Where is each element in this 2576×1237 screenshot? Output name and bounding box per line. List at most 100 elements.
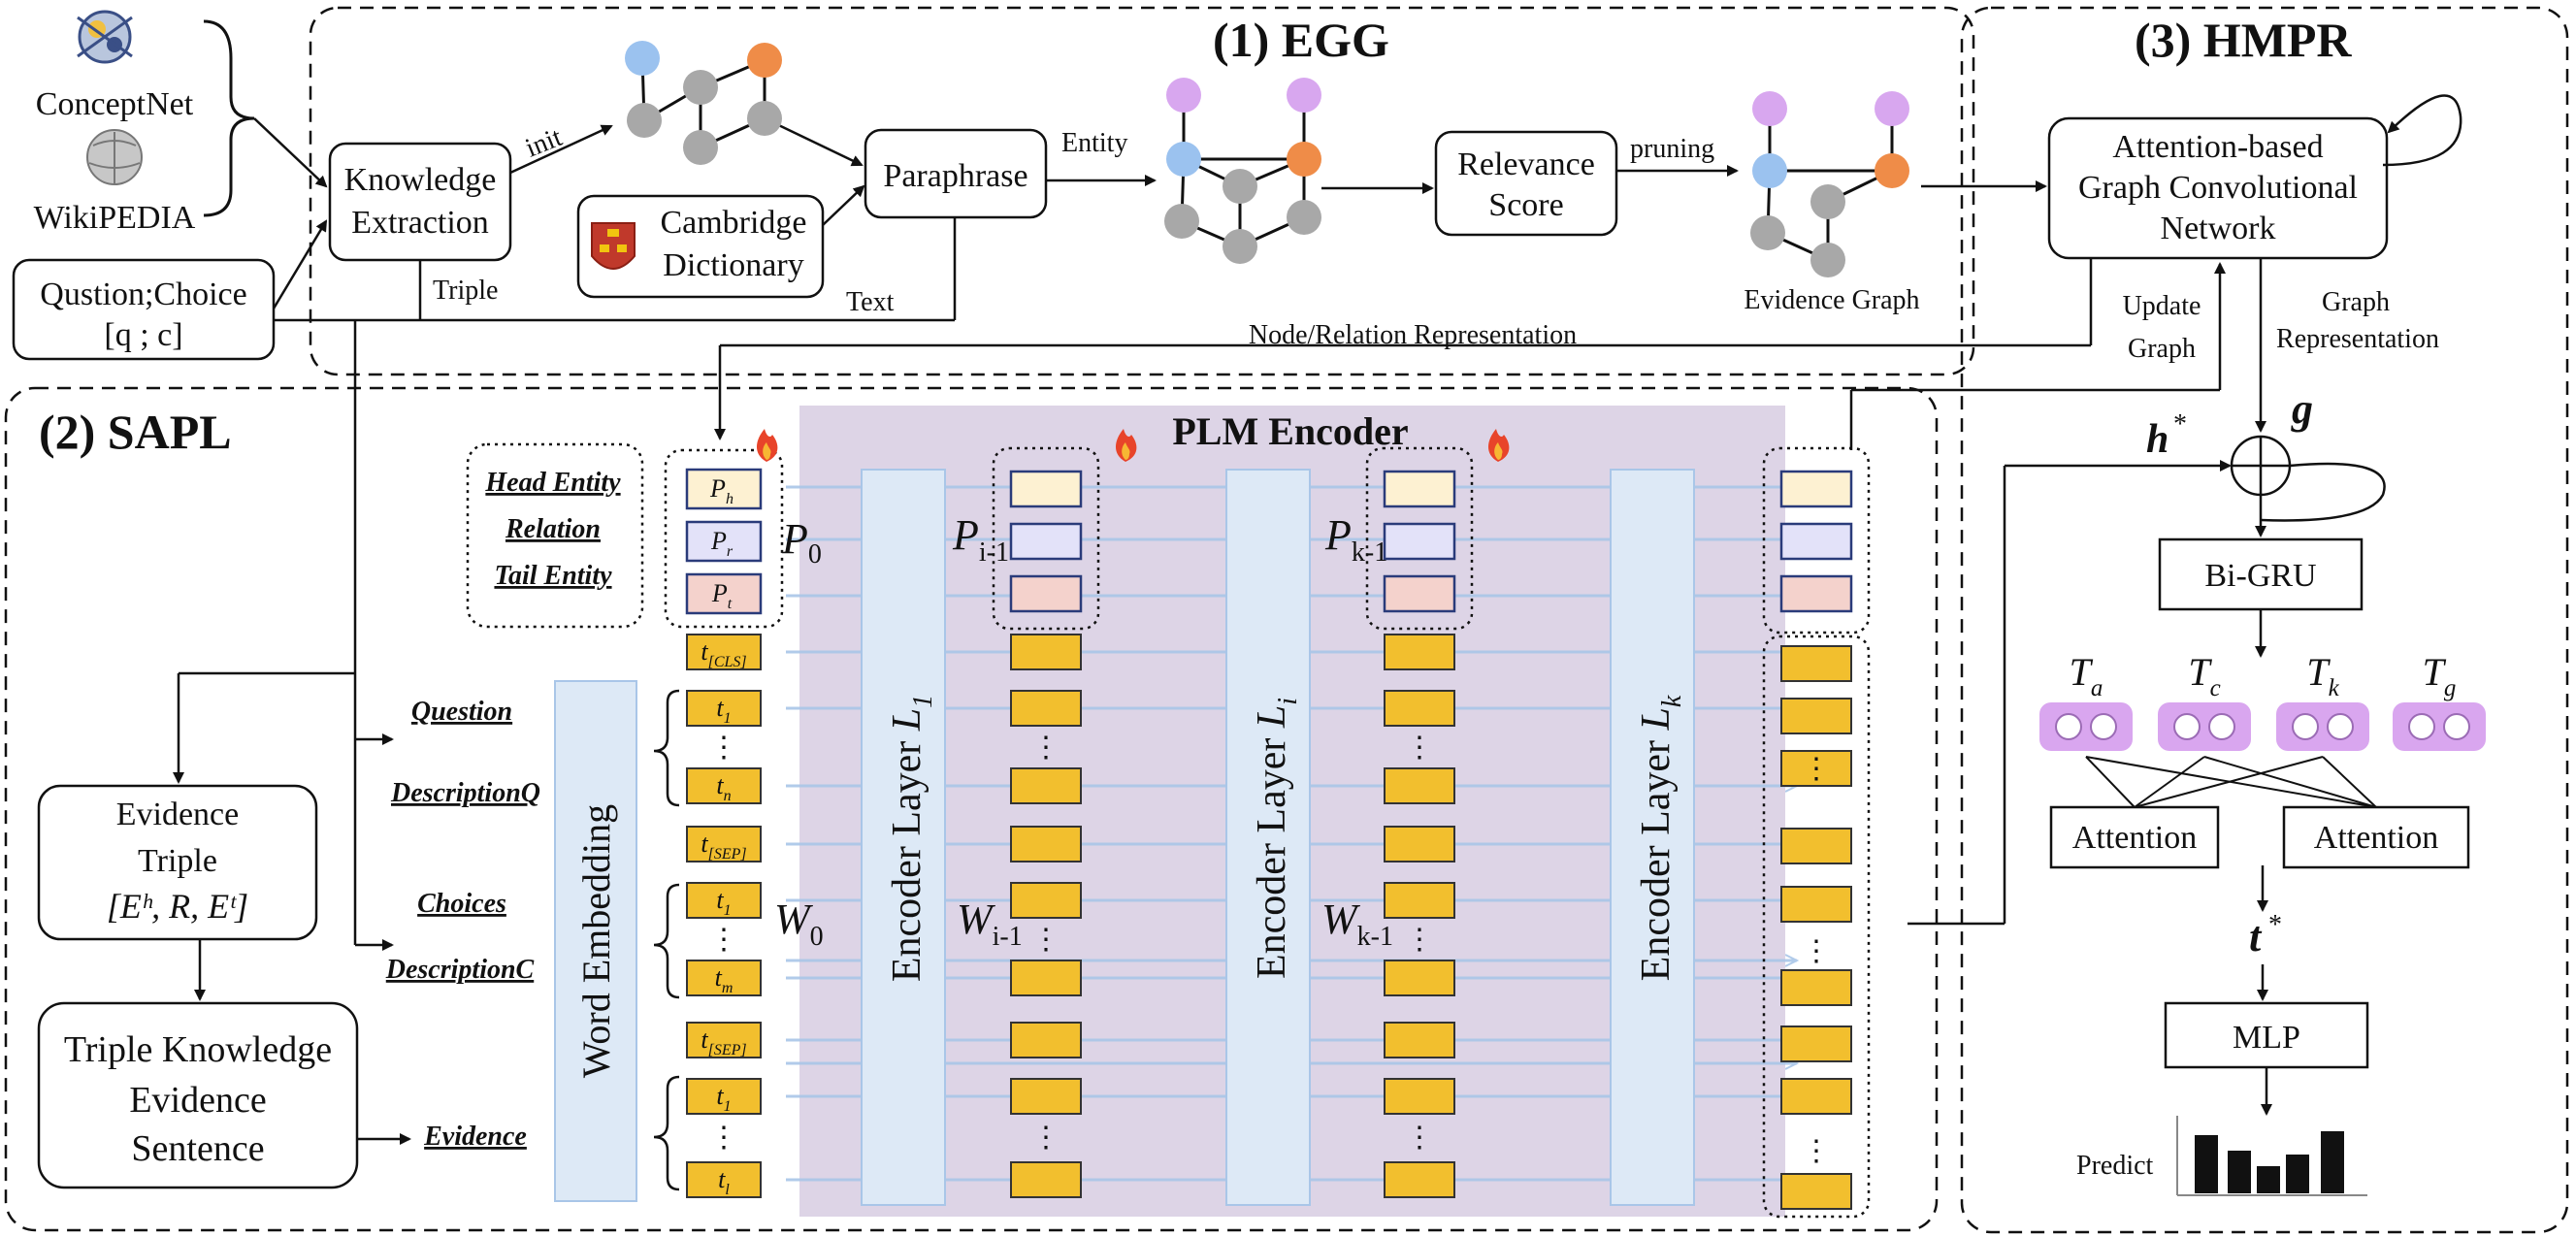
hmpr-token-k (2276, 702, 2369, 751)
agcn-box (2047, 116, 2389, 260)
predict-bar-2 (2257, 1166, 2280, 1193)
sapl-title: (2) SAPL (39, 405, 232, 459)
hidden-token-0-4 (1010, 1022, 1082, 1058)
prompt-token-label-t: Pt (711, 579, 733, 612)
wk1-label: Wk-1 (1321, 895, 1393, 952)
input-token-4 (686, 882, 762, 919)
input-token-8 (686, 1161, 762, 1198)
attention-box-right (2282, 805, 2470, 869)
hidden-ellipsis-0-2: ⋮ (1031, 1122, 1060, 1154)
prompt-token-r (685, 520, 763, 563)
output-prompt-group (1762, 446, 1871, 635)
init-node-blue (625, 41, 660, 76)
attention-links (2085, 756, 2377, 808)
init-node-orange (747, 43, 782, 78)
token-brace-c (653, 883, 680, 999)
attention-box-left (2049, 805, 2220, 869)
paraphrase-label: Paraphrase (883, 158, 1027, 194)
hidden-token-2-6 (1780, 1025, 1852, 1062)
hidden-ellipsis-1-1: ⋮ (1405, 924, 1434, 956)
predict-label: Predict (2076, 1151, 2154, 1181)
agcn-label-2: Graph Convolutional (2078, 170, 2358, 206)
hidden-prompt-0-1 (1009, 522, 1083, 561)
graph-repr-label-2: Representation (2276, 324, 2439, 354)
input-token-label-7: t1 (716, 1082, 731, 1115)
wikipedia-logo (86, 129, 143, 185)
predict-bar-1 (2228, 1151, 2251, 1193)
sources-brace (203, 19, 255, 217)
triple-sentence-label-2: Evidence (129, 1080, 266, 1121)
hidden-ellipsis-2-2: ⋮ (1802, 1135, 1831, 1167)
evidence-graph (1750, 91, 1909, 277)
hmpr-token-label-k: Tk (2306, 650, 2339, 701)
hidden-token-0-3 (1010, 882, 1082, 919)
encoder-layer-2 (1225, 469, 1311, 1206)
hmpr-frame (1960, 6, 2569, 1234)
agcn-label-3: Network (2161, 211, 2276, 246)
text-label: Text (846, 287, 895, 317)
evidence-triple-box (37, 784, 318, 941)
hidden-token-0-5 (1010, 1078, 1082, 1115)
expanded-graph (1164, 78, 1321, 264)
word-embedding-box (554, 680, 637, 1202)
hidden-ellipsis-1-2: ⋮ (1405, 1122, 1434, 1154)
plm-encoder-title: PLM Encoder (1172, 409, 1408, 453)
prompt-labels-box (466, 442, 644, 629)
pi1-label: Pi-1 (952, 511, 1009, 568)
prompt-group-0 (992, 446, 1100, 631)
wikipedia-label: WikiPEDIA (34, 200, 196, 236)
encoder-layer-3 (1610, 469, 1695, 1206)
h-label: h (2146, 417, 2168, 462)
init-label: init (521, 122, 566, 164)
hidden-token-1-5 (1384, 1078, 1455, 1115)
hidden-token-2-3 (1780, 828, 1852, 864)
evidence-triple-label-1: Evidence (116, 797, 240, 832)
hidden-token-2-1 (1780, 698, 1852, 734)
encoder-layer-label-1: Encoder Layer L1 (885, 695, 938, 982)
prompt-token-h (685, 468, 763, 510)
fusion-circle (2230, 435, 2292, 497)
input-token-label-1: t1 (716, 694, 731, 727)
prompt-token-label-h: Ph (709, 474, 734, 507)
graph-repr-label-1: Graph (2322, 287, 2390, 317)
hidden-prompt-1-2 (1383, 574, 1456, 613)
evidence-triple-label-2: Triple (138, 843, 217, 879)
p0-label: P0 (781, 515, 822, 570)
triple-sentence-label-1: Triple Knowledge (64, 1029, 332, 1070)
agcn-label-1: Attention-based (2112, 129, 2323, 165)
hidden-token-0-2 (1010, 826, 1082, 863)
hidden-prompt-2-2 (1779, 574, 1853, 613)
hidden-ellipsis-0-1: ⋮ (1031, 924, 1060, 956)
predict-bar-3 (2286, 1155, 2309, 1193)
encoder-layer-label-2: Encoder Layer Li (1250, 698, 1303, 979)
h-star: * (2173, 409, 2187, 439)
hidden-token-1-7 (1384, 767, 1455, 804)
input-token-label-5: tm (715, 963, 734, 996)
egg-frame (309, 6, 1975, 376)
cambridge-label-2: Dictionary (663, 247, 803, 283)
hidden-prompt-0-0 (1009, 470, 1083, 508)
hidden-token-2-2 (1780, 750, 1852, 787)
cambridge-crest-icon (591, 222, 636, 270)
g-label: g (2291, 385, 2313, 433)
input-token-label-3: t[SEP] (701, 830, 746, 863)
hmpr-token-label-c: Tc (2188, 650, 2220, 701)
hidden-token-1-1 (1384, 690, 1455, 727)
relevance-score-box (1434, 130, 1618, 237)
input-token-0 (686, 634, 762, 670)
attention-label-left: Attention (2072, 820, 2197, 856)
agcn-self-loop (2382, 94, 2462, 167)
hidden-token-1-6 (1384, 1161, 1455, 1198)
triple-label: Triple (433, 276, 498, 306)
hidden-token-2-5 (1780, 969, 1852, 1006)
head-entity-label: Head Entity (484, 468, 621, 498)
choices-input-label: Choices (417, 889, 506, 919)
predict-bar-4 (2321, 1131, 2344, 1193)
relation-label: Relation (505, 514, 601, 544)
encoder-layer-label-3: Encoder Layer Lk (1634, 695, 1687, 981)
input-token-5 (686, 960, 762, 996)
pruning-label: pruning (1630, 134, 1714, 164)
input-token-7 (686, 1078, 762, 1115)
knowledge-extraction-label-2: Extraction (351, 205, 489, 241)
